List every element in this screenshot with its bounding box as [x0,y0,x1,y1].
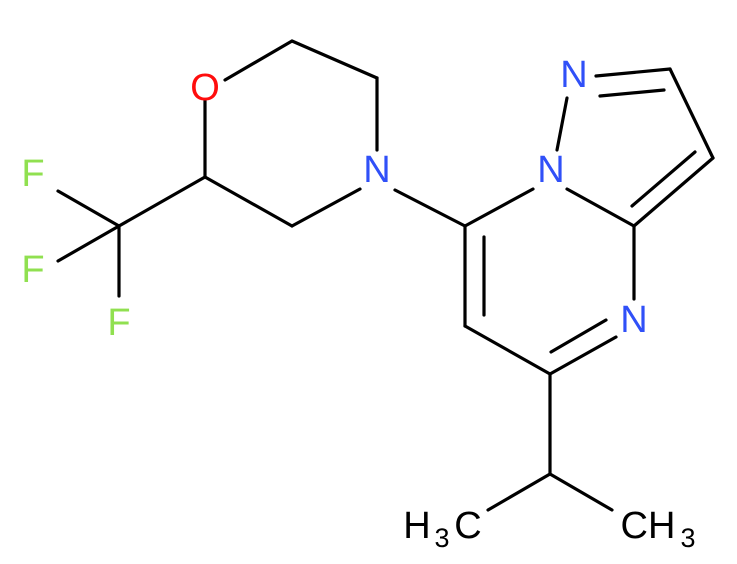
bond-n-bridge-n1 [555,96,569,152]
bond-n4-c7 [393,188,467,228]
bond-c5-c6 [203,175,294,228]
pyrazole-nitrogen-label: N [560,54,587,96]
bond-c5p-n4p-inner [549,318,608,354]
bond-c5p-n4p [548,335,618,376]
bond-n1-c2pz-inner [598,88,666,98]
methyl-left-h: H [403,505,430,547]
bond-c3pz-c3a [632,156,715,228]
bond-c2pz-c3pz [668,67,715,160]
fluorine-label-1: F [21,153,44,195]
bond-ch-me-left [486,472,552,512]
bond-c6p-c5p [463,324,552,376]
bond-n4-c5 [290,187,362,228]
bond-c6-cf3 [117,175,207,228]
oxygen-atom-label: O [190,67,220,109]
methyl-left-label: H 3 C [403,505,481,553]
bridgehead-nitrogen-label: N [537,149,564,191]
fluorine-label-3: F [107,302,130,344]
morpholine-nitrogen-label: N [363,149,390,191]
fluorine-label-2: F [21,249,44,291]
methyl-right-ch: CH [621,505,676,547]
methyl-left-c: C [454,505,481,547]
bond-o-c2 [223,39,294,82]
bond-cf3-f2 [56,224,121,263]
bond-cf3-f1 [56,189,121,228]
bond-c3a-n-bridge [565,187,636,228]
bond-c2-c3 [290,39,379,80]
pyrimidine-nitrogen-label: N [620,299,647,341]
bond-c7-n-bridge [463,187,535,228]
methyl-right-label: CH 3 [621,505,696,553]
methyl-left-subscript: 3 [434,523,449,553]
bond-ch-me-right [548,472,614,512]
bond-c3pz-c3a-inner [630,150,697,208]
methyl-right-subscript: 3 [680,523,695,553]
bond-n1-c2pz [594,67,672,78]
